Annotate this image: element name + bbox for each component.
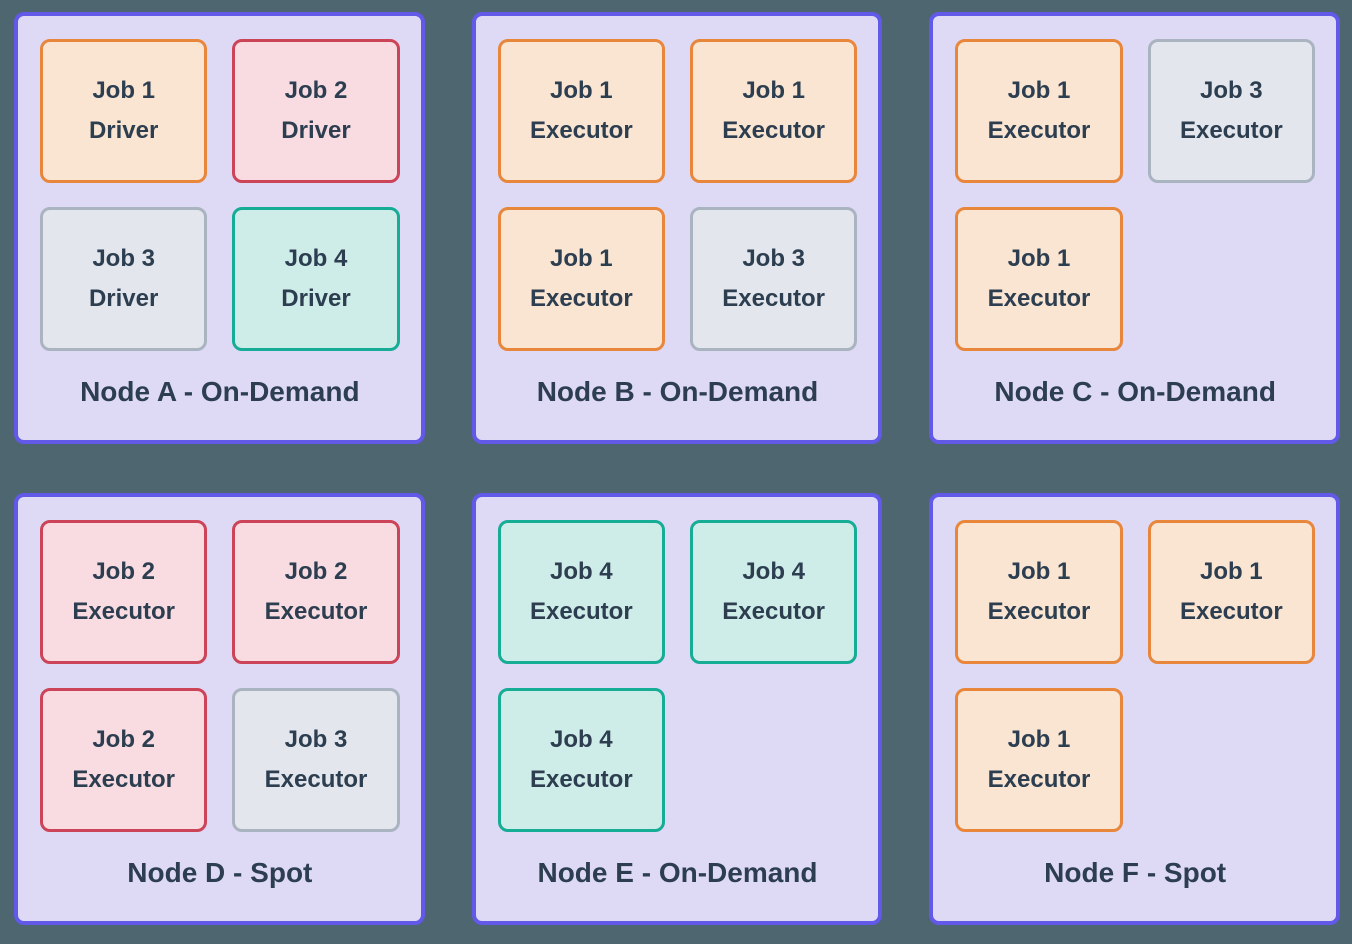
job-box: Job 1 Executor: [955, 207, 1123, 351]
job-name: Job 1: [1007, 726, 1071, 753]
job-box: Job 4 Driver: [232, 207, 400, 351]
job-box: Job 1 Executor: [497, 39, 665, 183]
job-box: Job 4 Executor: [689, 520, 858, 664]
job-name: Job 2: [92, 726, 155, 753]
job-name: Job 3: [92, 245, 155, 272]
job-name: Job 4: [742, 558, 805, 585]
job-box: Job 4 Executor: [497, 520, 665, 664]
job-box: Job 1 Executor: [955, 39, 1123, 183]
job-box: Job 3 Executor: [232, 688, 400, 832]
node-label: Node C - On-Demand: [994, 375, 1276, 407]
node-label: Node F - Spot: [1044, 856, 1227, 888]
job-grid: Job 2 Executor Job 2 Executor Job 2 Exec…: [40, 520, 400, 832]
job-box: Job 1 Executor: [1147, 520, 1315, 664]
job-box: Job 2 Executor: [40, 688, 208, 832]
job-name: Job 2: [92, 558, 155, 585]
job-role: Driver: [281, 117, 351, 144]
job-role: Executor: [529, 285, 633, 312]
node-label: Node E - On-Demand: [537, 856, 818, 888]
job-role: Executor: [529, 598, 633, 625]
job-grid: Job 1 Executor Job 1 Executor Job 1 Exec…: [955, 520, 1315, 832]
job-name: Job 2: [284, 77, 348, 104]
job-role: Executor: [264, 598, 368, 625]
job-box: Job 1 Executor: [497, 207, 665, 351]
job-grid: Job 1 Executor Job 1 Executor Job 1 Exec…: [497, 39, 858, 351]
job-role: Executor: [987, 766, 1091, 793]
job-name: Job 4: [549, 558, 613, 585]
job-name: Job 4: [284, 245, 348, 272]
job-name: Job 1: [549, 245, 613, 272]
job-role: Executor: [264, 766, 368, 793]
job-grid: Job 1 Executor Job 3 Executor Job 1 Exec…: [955, 39, 1315, 351]
job-role: Driver: [281, 285, 351, 312]
job-box: Job 1 Executor: [689, 39, 858, 183]
job-role: Executor: [529, 766, 633, 793]
job-role: Executor: [529, 117, 633, 144]
node-label: Node A - On-Demand: [80, 375, 360, 407]
job-name: Job 1: [92, 77, 155, 104]
job-role: Executor: [987, 117, 1091, 144]
job-grid: Job 4 Executor Job 4 Executor Job 4 Exec…: [497, 520, 858, 832]
node-card-a: Job 1 Driver Job 2 Driver Job 3 Driver J…: [14, 12, 425, 444]
job-name: Job 1: [549, 77, 613, 104]
job-box: Job 3 Executor: [1147, 39, 1315, 183]
node-label: Node B - On-Demand: [536, 375, 819, 407]
job-role: Executor: [1179, 598, 1283, 625]
job-role: Executor: [722, 598, 825, 625]
job-role: Driver: [88, 285, 159, 312]
node-card-e: Job 4 Executor Job 4 Executor Job 4 Exec…: [471, 493, 883, 925]
job-box: Job 2 Executor: [232, 520, 400, 664]
job-role: Driver: [88, 117, 159, 144]
job-role: Executor: [1179, 117, 1283, 144]
job-box: Job 1 Driver: [40, 39, 208, 183]
job-name: Job 1: [1007, 77, 1071, 104]
job-box: Job 2 Executor: [40, 520, 208, 664]
job-name: Job 4: [549, 726, 613, 753]
job-role: Executor: [72, 598, 176, 625]
job-name: Job 1: [1007, 558, 1071, 585]
job-grid: Job 1 Driver Job 2 Driver Job 3 Driver J…: [40, 39, 400, 351]
job-box: Job 1 Executor: [955, 688, 1123, 832]
job-role: Executor: [987, 598, 1091, 625]
node-card-d: Job 2 Executor Job 2 Executor Job 2 Exec…: [14, 493, 425, 925]
job-name: Job 3: [742, 245, 805, 272]
job-role: Executor: [987, 285, 1091, 312]
job-role: Executor: [722, 285, 825, 312]
job-box: Job 2 Driver: [232, 39, 400, 183]
job-box: Job 3 Driver: [40, 207, 208, 351]
job-name: Job 1: [742, 77, 805, 104]
job-box: Job 4 Executor: [497, 688, 665, 832]
job-name: Job 2: [284, 558, 348, 585]
node-label: Node D - Spot: [127, 856, 313, 888]
job-name: Job 1: [1007, 245, 1071, 272]
job-role: Executor: [72, 766, 176, 793]
job-role: Executor: [722, 117, 825, 144]
node-card-f: Job 1 Executor Job 1 Executor Job 1 Exec…: [929, 493, 1340, 925]
job-name: Job 3: [1199, 77, 1263, 104]
node-card-c: Job 1 Executor Job 3 Executor Job 1 Exec…: [929, 12, 1340, 444]
job-name: Job 1: [1199, 558, 1263, 585]
node-card-b: Job 1 Executor Job 1 Executor Job 1 Exec…: [471, 12, 883, 444]
job-box: Job 1 Executor: [955, 520, 1123, 664]
job-name: Job 3: [284, 726, 348, 753]
job-box: Job 3 Executor: [689, 207, 858, 351]
